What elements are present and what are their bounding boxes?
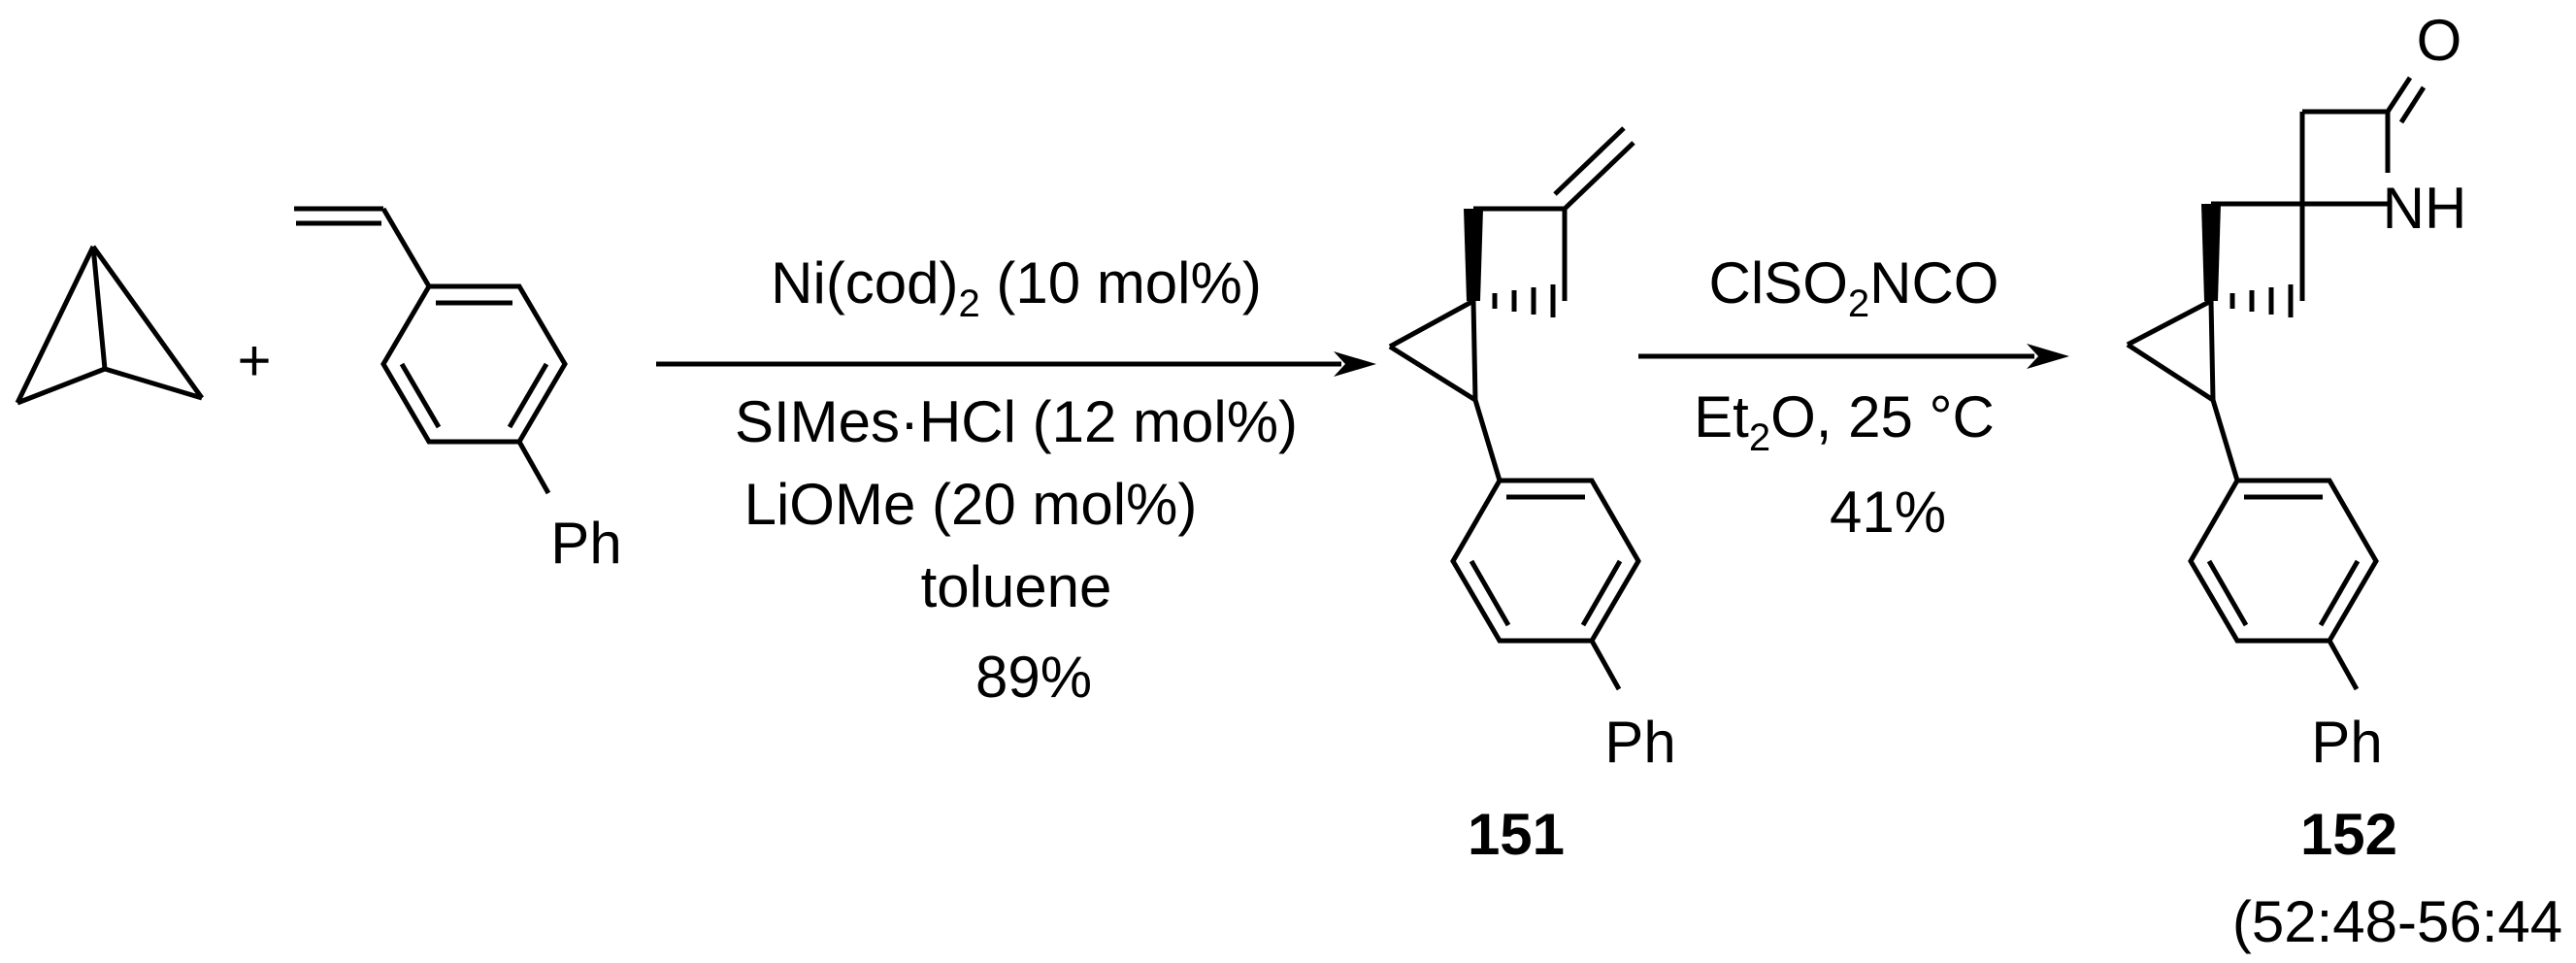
condition-reagent: ClSO2NCO [1709, 250, 1999, 325]
condition-solvent-temp: Et2O, 25 °C [1694, 384, 1995, 459]
product-152-ph-label: Ph [2311, 710, 2382, 775]
product-152-oxygen: O [2417, 8, 2462, 73]
product-152-nh: NH [2383, 176, 2467, 241]
bicyclobutane-structure [15, 245, 205, 406]
step1-yield: 89% [975, 645, 1092, 710]
condition-ligand: SIMes·HCl (12 mol%) [735, 389, 1298, 454]
product-152-structure [2126, 76, 2427, 691]
condition-solvent: toluene [921, 554, 1112, 619]
condition-base: LiOMe (20 mol%) [744, 472, 1198, 537]
step2-yield: 41% [1830, 480, 1946, 545]
reactant-ph-label: Ph [550, 511, 621, 576]
product-151-ph-label: Ph [1604, 710, 1675, 775]
product-151-structure [1388, 126, 1641, 691]
vinylbiphenyl-structure [294, 206, 568, 495]
product-151-label: 151 [1468, 802, 1565, 867]
condition-catalyst: Ni(cod)2 (10 mol%) [771, 250, 1262, 325]
plus-sign: + [237, 328, 271, 393]
product-152-label: 152 [2300, 802, 2397, 867]
reaction-arrow-1 [656, 351, 1376, 377]
product-152-dr: (52:48-56:44 dr) [2232, 889, 2576, 954]
reaction-arrow-2 [1638, 344, 2069, 369]
